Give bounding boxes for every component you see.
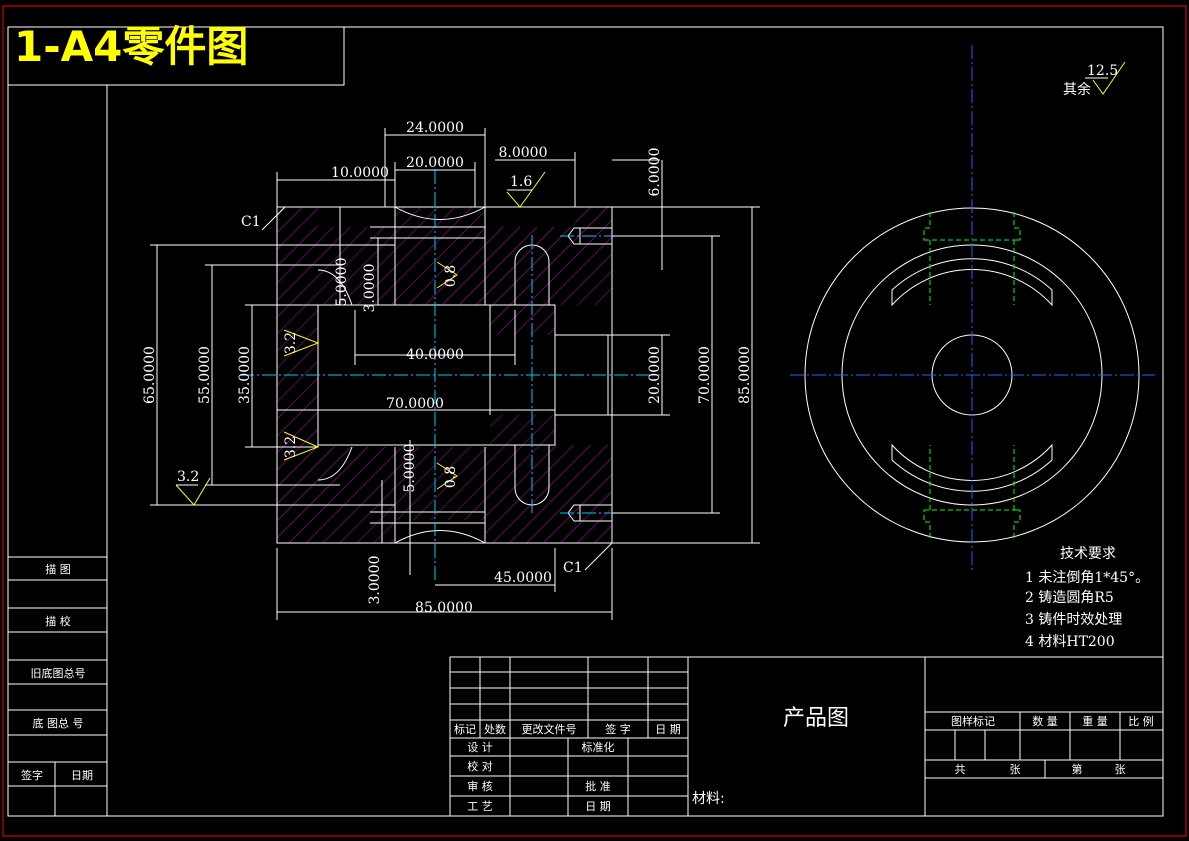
tb-stage-mark: 图样标记 (951, 714, 995, 728)
tb-quantity: 数 量 (1032, 715, 1058, 728)
tb-date: 日 期 (655, 723, 681, 736)
side-drawn: 描 图 (45, 562, 71, 576)
dim-5-a: 5.0000 (334, 258, 350, 307)
tb-signature: 签 字 (605, 722, 631, 736)
tech-item-1: 1 未注倒角1*45°。 (1025, 570, 1149, 586)
roughness-symbols (175, 61, 1126, 506)
tb-process: 工 艺 (467, 800, 493, 813)
tb-scale: 比 例 (1128, 714, 1154, 728)
dim-40: 40.0000 (406, 347, 464, 363)
dim-45: 45.0000 (494, 570, 552, 586)
roughness-3-2-a: 3.2 (283, 332, 299, 354)
roughness-rest-value: 12.5 (1087, 63, 1118, 79)
tb-standard: 标准化 (582, 740, 615, 754)
tb-weight: 重 量 (1082, 714, 1108, 728)
side-sign: 签字 (21, 768, 43, 782)
chamfer-c1-bottom: C1 (563, 560, 583, 576)
side-base: 底 图总 号 (33, 716, 84, 730)
tb-date2: 日 期 (585, 800, 611, 813)
front-section-view (240, 170, 690, 580)
dim-24: 24.0000 (406, 120, 464, 136)
tech-item-3: 3 铸件时效处理 (1025, 612, 1122, 628)
side-view (790, 45, 1155, 570)
dim-5-b: 5.0000 (402, 444, 418, 493)
roughness-0-8-top: 0.8 (443, 265, 459, 287)
tb-sheet: 张 (1115, 763, 1126, 776)
side-date: 日期 (71, 769, 93, 782)
tech-heading: 技术要求 (1060, 546, 1116, 562)
roughness-rest-label: 其余 (1063, 81, 1091, 98)
dim-85-v: 85.0000 (737, 346, 753, 404)
dim-70-v: 70.0000 (697, 346, 713, 404)
dim-6: 6.0000 (647, 148, 663, 197)
tb-review: 审 核 (467, 779, 493, 793)
tb-check: 校 对 (467, 759, 493, 773)
title-box (7, 26, 345, 86)
tech-item-4: 4 材料HT200 (1025, 634, 1115, 650)
side-traced: 描 校 (45, 614, 71, 628)
tb-approve: 批 准 (585, 779, 611, 793)
dim-65: 65.0000 (142, 346, 158, 404)
tb-sheets: 张 (1010, 763, 1021, 776)
side-block: 描 图 描 校 旧底图总号 底 图总 号 签字 日期 (7, 556, 108, 817)
dim-35: 35.0000 (237, 346, 253, 404)
dim-20-top: 20.0000 (406, 155, 464, 171)
dim-20-v: 20.0000 (647, 346, 663, 404)
dim-85-h: 85.0000 (415, 600, 473, 616)
roughness-3-2-b: 3.2 (283, 436, 299, 458)
tb-product: 产品图 (783, 706, 849, 731)
tb-design: 设 计 (467, 741, 493, 754)
title-block (449, 656, 1164, 817)
dim-55: 55.0000 (197, 346, 213, 404)
outer-frame (2, 5, 1187, 837)
dim-10: 10.0000 (331, 165, 389, 181)
drawing-title: 1-A4零件图 (14, 22, 248, 71)
roughness-3-2-c: 3.2 (177, 469, 199, 485)
roughness-0-8-bottom: 0.8 (443, 466, 459, 488)
side-old-base: 旧底图总号 (31, 666, 86, 680)
tb-total: 共 (955, 763, 966, 776)
tb-place: 处数 (484, 723, 506, 736)
tb-no: 第 (1072, 762, 1083, 776)
inner-frame (7, 26, 1164, 817)
tb-material: 材料: (692, 791, 725, 807)
dim-8: 8.0000 (499, 145, 548, 161)
tb-mark: 标记 (454, 722, 476, 736)
roughness-1-6: 1.6 (510, 174, 532, 190)
chamfer-c1-top: C1 (241, 214, 261, 230)
tech-item-2: 2 铸造圆角R5 (1025, 590, 1114, 606)
tb-change-doc: 更改文件号 (522, 722, 577, 736)
dim-3-b: 3.0000 (367, 556, 383, 605)
dim-3-a: 3.0000 (362, 264, 378, 313)
dimension-lines (150, 128, 760, 620)
dim-70-h: 70.0000 (386, 396, 444, 412)
